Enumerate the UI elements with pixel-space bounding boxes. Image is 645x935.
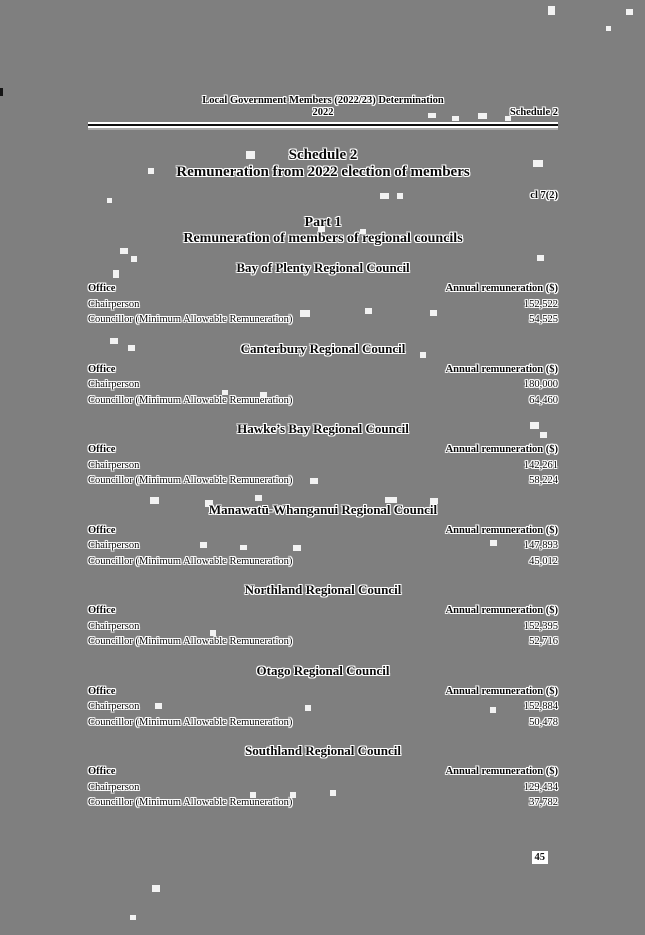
column-header-office: Office [88,363,116,375]
column-header-amount: Annual remuneration ($) [445,524,558,536]
amount-value: 152,395 [523,620,558,632]
council-section-hawkes-bay: Hawke’s Bay Regional Council Office Annu… [88,421,558,489]
office-label: Chairperson [88,298,140,310]
amount-value: 54,525 [529,314,558,325]
table-row: Chairperson 152,884 [88,699,558,715]
council-section-bay-of-plenty: Bay of Plenty Regional Council Office An… [88,260,558,328]
schedule-title: Remuneration from 2022 election of membe… [176,164,470,180]
column-header-amount: Annual remuneration ($) [445,685,558,697]
table-row: Councillor (Minimum Allowable Remunerati… [88,634,558,650]
running-header: Local Government Members (2022/23) Deter… [88,95,558,119]
amount-value: 58,224 [529,475,558,486]
council-name: Manawatū-Whanganui Regional Council [208,501,438,517]
amount-value: 129,434 [523,781,558,793]
council-name: Hawke’s Bay Regional Council [237,421,409,436]
office-label: Chairperson [88,540,140,551]
amount-value: 152,522 [523,298,558,310]
table-row: Councillor (Minimum Allowable Remunerati… [88,715,558,731]
column-header-amount: Annual remuneration ($) [445,283,558,294]
amount-value: 37,782 [529,797,558,808]
amount-value: 52,716 [529,636,558,647]
council-section-northland: Northland Regional Council Office Annual… [88,582,558,650]
column-header-office: Office [88,605,116,616]
clause-reference: cl 7(2) [530,190,558,201]
council-section-otago: Otago Regional Council Office Annual rem… [88,663,558,731]
amount-value: 180,000 [523,379,558,390]
column-header-office: Office [88,766,116,777]
column-header-amount: Annual remuneration ($) [445,444,558,455]
part-title: Remuneration of members of regional coun… [183,231,463,246]
amount-value: 64,460 [529,394,558,406]
running-header-schedule-ref: Schedule 2 [509,107,558,118]
office-label: Councillor (Minimum Allowable Remunerati… [88,475,293,486]
table-row: Chairperson 129,434 [88,780,558,796]
office-label: Councillor (Minimum Allowable Remunerati… [88,555,293,567]
amount-value: 45,012 [529,555,558,567]
page-number: 45 [531,851,548,864]
council-name: Canterbury Regional Council [240,340,406,356]
office-label: Councillor (Minimum Allowable Remunerati… [88,394,293,406]
amount-value: 50,478 [529,716,558,728]
office-label: Councillor (Minimum Allowable Remunerati… [88,314,293,325]
table-row: Chairperson 142,261 [88,458,558,474]
part-number: Part 1 [304,215,342,230]
table-row: Councillor (Minimum Allowable Remunerati… [88,554,558,570]
column-header-amount: Annual remuneration ($) [445,766,558,777]
page-content: Local Government Members (2022/23) Deter… [88,95,558,811]
office-label: Chairperson [88,459,140,471]
header-rule [88,124,558,126]
schedule-number: Schedule 2 [288,147,358,163]
office-label: Chairperson [88,701,140,712]
council-name: Otago Regional Council [256,662,390,678]
office-label: Chairperson [88,781,140,793]
council-name: Northland Regional Council [244,582,402,597]
office-label: Chairperson [88,620,140,632]
table-row: Councillor (Minimum Allowable Remunerati… [88,473,558,489]
column-header-office: Office [88,685,116,697]
council-section-southland: Southland Regional Council Office Annual… [88,743,558,811]
office-label: Councillor (Minimum Allowable Remunerati… [88,797,293,808]
column-header-amount: Annual remuneration ($) [445,363,558,375]
council-section-canterbury: Canterbury Regional Council Office Annua… [88,341,558,409]
table-row: Chairperson 180,000 [88,377,558,393]
council-name: Southland Regional Council [244,743,402,758]
council-section-manawatu-whanganui: Manawatū-Whanganui Regional Council Offi… [88,502,558,570]
amount-value: 142,261 [523,459,558,471]
table-row: Councillor (Minimum Allowable Remunerati… [88,795,558,811]
column-header-office: Office [88,283,116,294]
amount-value: 152,884 [523,701,558,712]
table-row: Councillor (Minimum Allowable Remunerati… [88,393,558,409]
council-name: Bay of Plenty Regional Council [236,260,410,275]
column-header-amount: Annual remuneration ($) [445,605,558,616]
table-row: Councillor (Minimum Allowable Remunerati… [88,312,558,328]
office-label: Councillor (Minimum Allowable Remunerati… [88,636,293,647]
amount-value: 147,893 [523,540,558,551]
office-label: Chairperson [88,379,140,390]
office-label: Councillor (Minimum Allowable Remunerati… [88,716,293,728]
column-header-office: Office [88,444,116,455]
running-header-year: 2022 [312,107,334,118]
table-row: Chairperson 152,395 [88,619,558,635]
column-header-office: Office [88,524,116,536]
table-row: Chairperson 152,522 [88,297,558,313]
running-header-title: Local Government Members (2022/23) Deter… [202,95,444,106]
table-row: Chairperson 147,893 [88,538,558,554]
